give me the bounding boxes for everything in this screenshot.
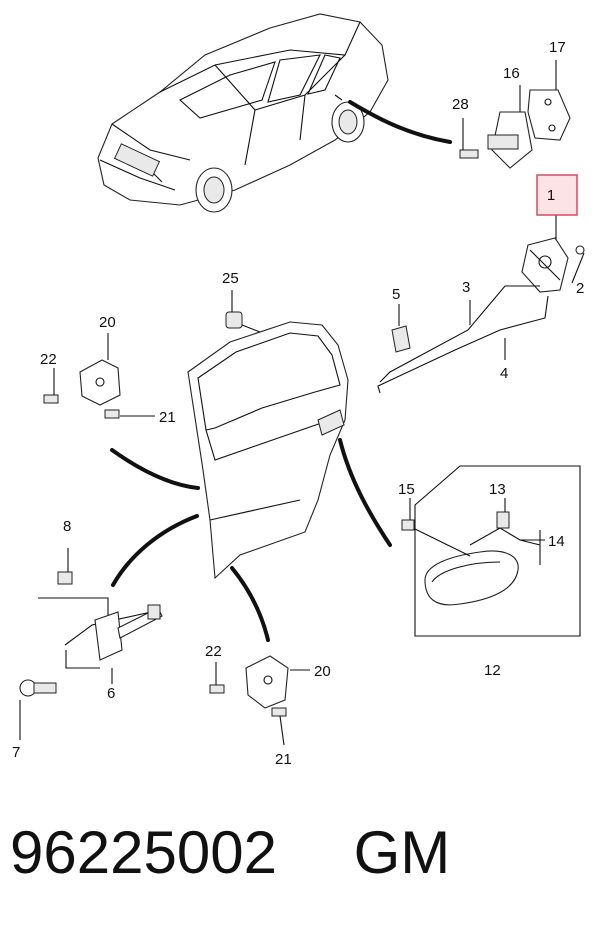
callout-21-upper: 21	[159, 409, 176, 426]
clip-part-5	[391, 325, 411, 353]
rear-door	[187, 321, 349, 580]
callout-17: 17	[549, 39, 566, 56]
callout-8: 8	[63, 518, 71, 535]
callout-5: 5	[392, 286, 400, 303]
callout-6: 6	[107, 685, 115, 702]
callout-3: 3	[462, 279, 470, 296]
leader-hinge-upper	[110, 448, 200, 490]
callout-15: 15	[398, 481, 415, 498]
callout-7: 7	[12, 744, 20, 761]
leader-checklink	[111, 514, 199, 587]
check-link	[19, 548, 163, 740]
car-illustration	[97, 13, 389, 213]
callout-22-upper: 22	[40, 351, 57, 368]
callout-25: 25	[222, 270, 239, 287]
callout-14: 14	[548, 533, 565, 550]
part-number: 96225002	[10, 819, 277, 886]
leader-car-to-hinge	[348, 100, 452, 144]
callout-1: 1	[547, 187, 555, 204]
hinge-assembly-top	[459, 60, 571, 169]
callout-1-highlight	[536, 174, 578, 216]
lock-rods	[377, 285, 549, 394]
callout-28: 28	[452, 96, 469, 113]
door-latch	[521, 215, 585, 293]
outside-handle-assembly	[401, 465, 581, 637]
callout-21-lower: 21	[275, 751, 292, 768]
callout-2: 2	[576, 280, 584, 297]
lower-hinge	[209, 655, 289, 746]
footer: 96225002 GM	[10, 818, 590, 898]
callout-16: 16	[503, 65, 520, 82]
label-leaders	[53, 252, 585, 685]
upper-hinge	[43, 333, 121, 419]
callout-20-lower: 20	[314, 663, 331, 680]
leader-hinge-lower	[230, 566, 270, 642]
callout-12: 12	[484, 662, 501, 679]
brand-name: GM	[353, 819, 451, 886]
callout-4: 4	[500, 365, 508, 382]
callout-13: 13	[489, 481, 506, 498]
callout-labels: 1 2 3 4 5 6 7 8 12 13 14 15 16 17 20 20 …	[12, 39, 584, 768]
callout-20-upper: 20	[99, 314, 116, 331]
callout-22-lower: 22	[205, 643, 222, 660]
bumper-part-25	[225, 311, 261, 333]
leader-handle	[338, 438, 392, 547]
